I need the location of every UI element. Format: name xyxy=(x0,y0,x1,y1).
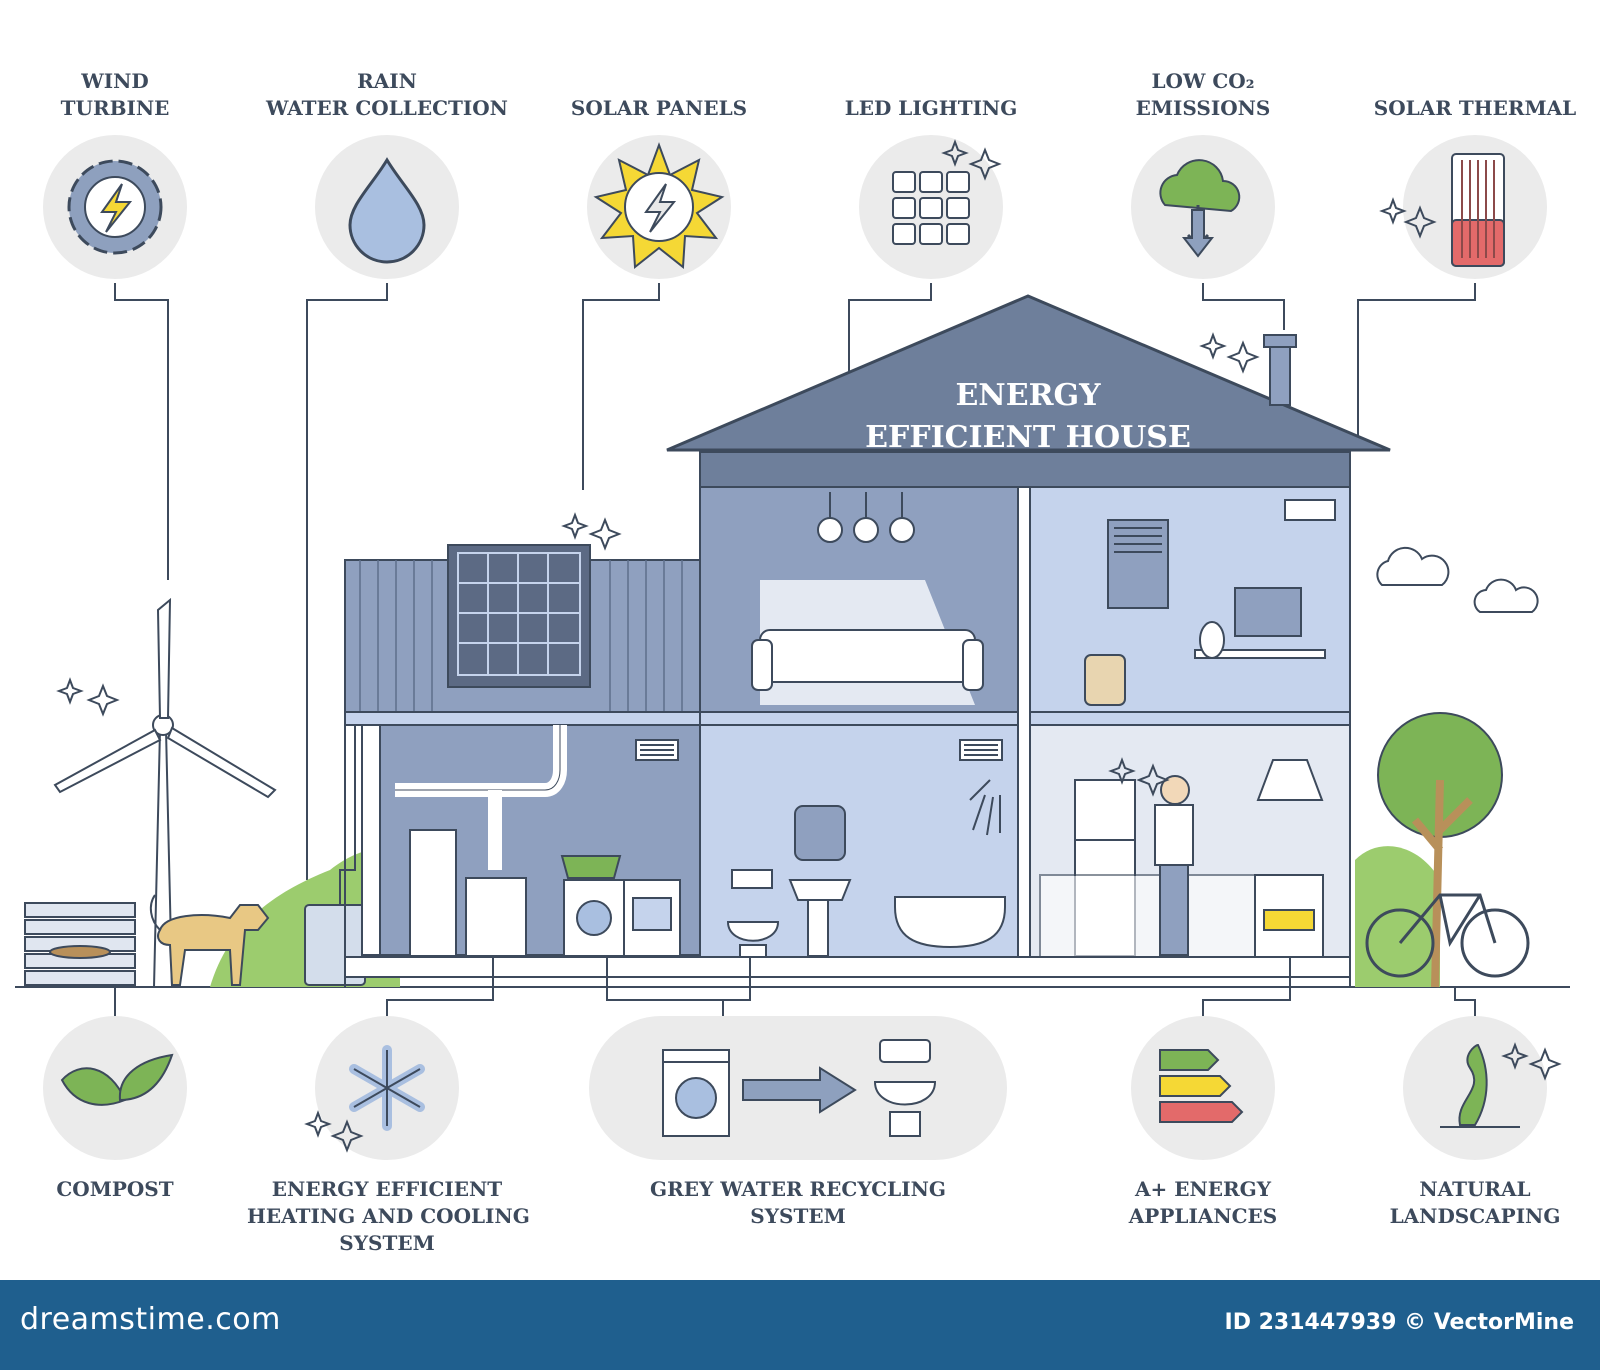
rain-barrel xyxy=(304,720,366,986)
label-compost: COMPOST xyxy=(56,1177,174,1201)
label-grey-water-recycling: GREY WATER RECYCLING SYSTEM xyxy=(650,1177,946,1228)
leaves-icon xyxy=(43,1016,187,1160)
label-led-lighting: LED LIGHTING xyxy=(844,96,1018,120)
cloud-down-arrow-icon xyxy=(1131,135,1275,279)
wind-turbine xyxy=(53,597,277,988)
energy-house-illustration xyxy=(15,135,1570,1160)
house-title-line1: ENERGY xyxy=(955,378,1101,413)
label-rain-water-collection: RAIN WATER COLLECTION xyxy=(266,69,508,120)
label-a-plus-appliances: A+ ENERGY APPLIANCES xyxy=(1128,1177,1278,1228)
house-title: ENERGY EFFICIENT HOUSE xyxy=(828,375,1228,459)
label-natural-landscaping: NATURAL LANDSCAPING xyxy=(1389,1177,1561,1228)
dog xyxy=(149,894,270,986)
wind-turbine-icon xyxy=(43,135,187,279)
thermal-coil-icon xyxy=(1379,135,1547,279)
snowflake-icon xyxy=(304,1016,459,1160)
led-grid-icon xyxy=(859,135,1003,279)
sun-icon xyxy=(587,135,731,279)
house-title-line2: EFFICIENT HOUSE xyxy=(865,420,1191,455)
compost-bin xyxy=(24,902,136,986)
tree xyxy=(1365,712,1530,988)
main-house xyxy=(344,294,1391,987)
footer-brand[interactable]: dreamstime.com xyxy=(20,1302,281,1337)
utility-room xyxy=(344,544,701,957)
label-low-co2-emissions: LOW CO₂ EMISSIONS xyxy=(1135,69,1271,120)
label-heating-cooling: ENERGY EFFICIENT HEATING AND COOLING SYS… xyxy=(247,1177,530,1255)
washer-to-toilet-icon xyxy=(589,1016,1007,1160)
sprout-icon xyxy=(1403,1016,1562,1160)
label-solar-thermal: SOLAR THERMAL xyxy=(1373,96,1577,120)
label-wind-turbine: WIND TURBINE xyxy=(60,69,170,120)
energy-rating-bars-icon xyxy=(1131,1016,1275,1160)
footer-bar: dreamstime.com ID 231447939 © VectorMine xyxy=(0,1280,1600,1370)
footer-credit: ID 231447939 © VectorMine xyxy=(1224,1310,1574,1335)
water-drop-icon xyxy=(315,135,459,279)
label-solar-panels: SOLAR PANELS xyxy=(570,96,748,120)
